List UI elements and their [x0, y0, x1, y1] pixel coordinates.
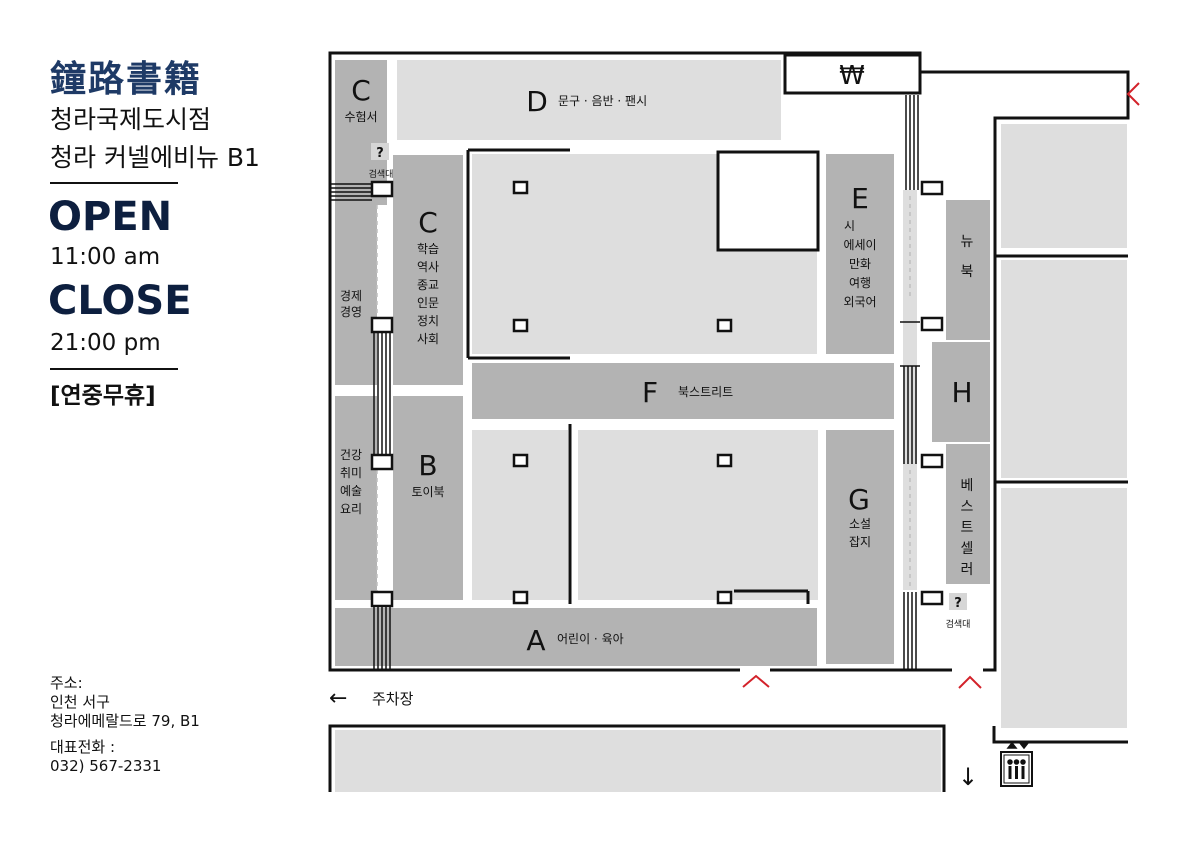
- section-g-letter: G: [848, 483, 870, 516]
- section-newbook-line: 뉴: [961, 234, 974, 250]
- section-economy-line: 경영: [340, 305, 362, 319]
- zone-h[interactable]: [932, 342, 990, 442]
- section-economy-line: 경제: [340, 289, 362, 303]
- parking-arrow-icon: ←: [329, 686, 347, 711]
- section-e-line: 외국어: [843, 295, 876, 309]
- section-b-letter: B: [418, 449, 437, 482]
- svg-text:?: ?: [376, 146, 384, 161]
- zone-g-novel[interactable]: [826, 430, 894, 664]
- search-kiosk-label: 검색대: [369, 168, 394, 180]
- brand-logo: 鐘路書籍: [50, 58, 203, 100]
- holiday-notice: [연중무휴]: [50, 383, 156, 409]
- corridor-strip: [903, 190, 917, 590]
- section-e-line: 시: [844, 219, 855, 233]
- zone-e-poetry[interactable]: [826, 154, 894, 354]
- section-f-name: 북스트리트: [678, 385, 733, 399]
- section-bestseller-line: 트: [961, 520, 974, 536]
- section-c2-line: 인문: [417, 296, 439, 310]
- section-health-line: 취미: [340, 466, 362, 480]
- section-bestseller-line: 스: [961, 499, 974, 515]
- search-kiosk-label: 검색대: [946, 618, 971, 630]
- section-g-line: 소설: [849, 517, 871, 531]
- section-c2-line: 역사: [417, 260, 439, 274]
- divider: [50, 368, 178, 370]
- zone-c-humanities[interactable]: [393, 155, 463, 385]
- phone-number: 032) 567-2331: [50, 757, 162, 775]
- section-c2-line: 종교: [417, 278, 439, 292]
- section-a-letter: A: [526, 624, 545, 657]
- section-newbook-line: 북: [961, 264, 974, 280]
- section-bestseller-line: 셀: [961, 541, 974, 557]
- zone-d-stationery[interactable]: [397, 60, 781, 140]
- address-line2: 청라에메랄드로 79, B1: [50, 712, 200, 730]
- zone-newbook[interactable]: [946, 200, 990, 340]
- store-location: 청라 커넬에비뉴 B1: [50, 143, 260, 172]
- open-time: 11:00 am: [50, 244, 161, 270]
- section-bestseller-line: 베: [961, 478, 974, 494]
- address-label: 주소:: [50, 674, 83, 692]
- zone-b-toybook[interactable]: [393, 396, 463, 600]
- section-health-line: 건강: [340, 448, 362, 462]
- entrance-icon: [958, 675, 982, 689]
- inner-room: [716, 150, 820, 252]
- zone-f-bookstreet[interactable]: [472, 363, 894, 419]
- section-e-letter: E: [851, 182, 869, 215]
- wall: [328, 724, 946, 792]
- cashier-won-icon: ₩: [839, 61, 865, 91]
- elevator-icon: [1000, 741, 1033, 787]
- side-room-1[interactable]: [1001, 124, 1127, 248]
- store-name: 청라국제도시점: [50, 105, 212, 134]
- section-d-letter: D: [526, 85, 548, 118]
- zone-a-children[interactable]: [335, 608, 817, 666]
- divider: [50, 182, 178, 184]
- section-e-line: 여행: [849, 275, 871, 290]
- pillars: [370, 180, 944, 608]
- svg-text:?: ?: [954, 596, 962, 611]
- outer-wall: [328, 51, 1130, 672]
- section-c2-letter: C: [418, 206, 438, 239]
- section-c-name: 수험서: [344, 110, 377, 124]
- section-e-line: 에세이: [843, 238, 876, 252]
- section-c-letter: C: [351, 74, 371, 107]
- search-kiosk-icon: [371, 143, 389, 160]
- zone-economy[interactable]: [335, 205, 377, 385]
- cashier-counter: [783, 53, 922, 95]
- side-room-3[interactable]: [1001, 488, 1127, 728]
- phone-label: 대표전화 :: [50, 738, 116, 756]
- section-e-line: 만화: [849, 257, 871, 271]
- zone-bestseller[interactable]: [946, 444, 990, 584]
- wall: [992, 726, 1128, 744]
- entrance-icon: [742, 674, 770, 688]
- section-f-letter: F: [642, 376, 658, 409]
- section-c2-line: 사회: [417, 332, 439, 346]
- section-health-line: 예술: [340, 484, 362, 498]
- side-room-2[interactable]: [1001, 260, 1127, 478]
- zone-health[interactable]: [335, 396, 377, 600]
- section-d-name: 문구 · 음반 · 팬시: [558, 94, 647, 108]
- close-heading: CLOSE: [48, 278, 192, 324]
- search-kiosk-icon: [949, 593, 967, 610]
- section-h-letter: H: [951, 376, 972, 409]
- section-c2-line: 학습: [417, 242, 439, 256]
- section-a-name: 어린이 · 육아: [557, 632, 624, 646]
- close-time: 21:00 pm: [50, 330, 161, 356]
- section-bestseller-line: 러: [961, 562, 974, 578]
- open-heading: OPEN: [48, 194, 173, 240]
- section-c2-line: 정치: [417, 314, 439, 328]
- zone-center-bottom-right[interactable]: [578, 430, 818, 600]
- section-health-line: 요리: [340, 502, 362, 516]
- address-line1: 인천 서구: [50, 693, 110, 711]
- section-g-line: 잡지: [849, 535, 871, 549]
- parking-label: 주차장: [372, 690, 414, 708]
- section-b-name: 토이북: [411, 485, 444, 499]
- lower-block[interactable]: [335, 730, 941, 792]
- down-arrow-icon: ↓: [958, 763, 978, 791]
- entrance-icon: [1126, 82, 1140, 106]
